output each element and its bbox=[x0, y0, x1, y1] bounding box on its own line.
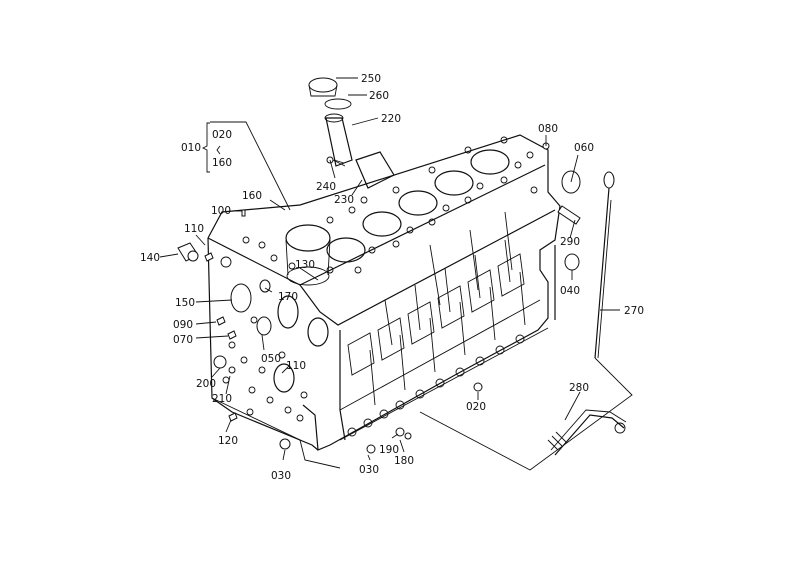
label-170: 170 bbox=[278, 291, 298, 303]
oil-pipe bbox=[547, 409, 627, 456]
cylinder-block bbox=[207, 134, 561, 469]
label-070: 070 bbox=[173, 334, 193, 346]
label-060: 060 bbox=[574, 142, 594, 154]
label-280: 280 bbox=[569, 382, 589, 394]
label-160-group: 160 bbox=[212, 157, 232, 169]
label-260: 260 bbox=[369, 90, 389, 102]
label-030-right: 030 bbox=[359, 464, 379, 476]
label-290: 290 bbox=[560, 236, 580, 248]
label-150: 150 bbox=[175, 297, 195, 309]
label-040: 040 bbox=[560, 285, 580, 297]
label-130: 130 bbox=[295, 259, 315, 271]
label-090: 090 bbox=[173, 319, 193, 331]
dipstick bbox=[594, 171, 615, 359]
label-250: 250 bbox=[361, 73, 381, 85]
label-140: 140 bbox=[140, 252, 160, 264]
label-110-bottom: 110 bbox=[286, 360, 306, 372]
label-110-top: 110 bbox=[184, 223, 204, 235]
label-010: 010 bbox=[181, 142, 201, 154]
part-labels: 010 020 160 250 260 220 080 060 240 230 … bbox=[140, 73, 644, 482]
label-160: 160 bbox=[242, 190, 262, 202]
deck-holes bbox=[242, 136, 538, 274]
leader-lines bbox=[159, 77, 633, 471]
label-020: 020 bbox=[466, 401, 486, 413]
label-270: 270 bbox=[624, 305, 644, 317]
label-190: 190 bbox=[379, 444, 399, 456]
group-bracket bbox=[201, 122, 221, 173]
label-230: 230 bbox=[334, 194, 354, 206]
label-200: 200 bbox=[196, 378, 216, 390]
label-100: 100 bbox=[211, 205, 231, 217]
label-120: 120 bbox=[218, 435, 238, 447]
label-210: 210 bbox=[212, 393, 232, 405]
cylinder-bores bbox=[285, 149, 510, 286]
label-030-left: 030 bbox=[271, 470, 291, 482]
front-face-holes bbox=[220, 256, 329, 422]
label-080: 080 bbox=[538, 123, 558, 135]
label-240: 240 bbox=[316, 181, 336, 193]
label-020-group: 020 bbox=[212, 129, 232, 141]
seals-and-plugs bbox=[177, 142, 581, 454]
label-220: 220 bbox=[381, 113, 401, 125]
oil-filler-assembly bbox=[308, 77, 395, 189]
label-050: 050 bbox=[261, 353, 281, 365]
label-180: 180 bbox=[394, 455, 414, 467]
